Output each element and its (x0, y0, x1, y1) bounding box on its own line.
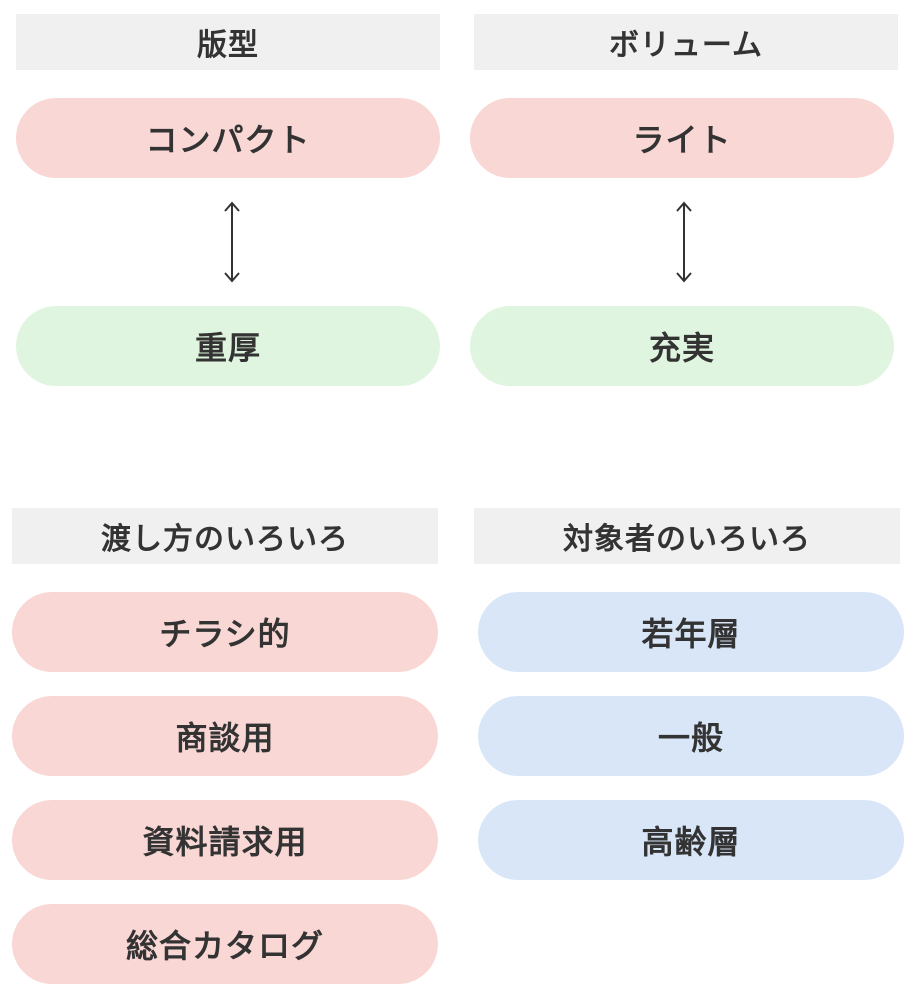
delivery-item-label: チラシ的 (159, 615, 291, 653)
audience-item: 高齢層 (478, 800, 904, 880)
format-option-compact-label: コンパクト (145, 121, 311, 159)
delivery-item-label: 総合カタログ (125, 927, 324, 965)
delivery-item-label: 商談用 (175, 719, 275, 757)
format-option-heavy: 重厚 (16, 306, 440, 386)
audience-header-label: 対象者のいろいろ (563, 522, 811, 557)
delivery-item: 資料請求用 (12, 800, 438, 880)
format-option-heavy-label: 重厚 (194, 329, 261, 367)
delivery-header-label: 渡し方のいろいろ (101, 522, 349, 557)
volume-option-full: 充実 (470, 306, 894, 386)
delivery-item: 商談用 (12, 696, 438, 776)
format-header: 版型 (16, 14, 440, 70)
volume-option-light: ライト (470, 98, 894, 178)
audience-item-label: 一般 (657, 719, 724, 757)
volume-option-light-label: ライト (632, 121, 732, 159)
delivery-item: 総合カタログ (12, 904, 438, 984)
format-option-compact: コンパクト (16, 98, 440, 178)
delivery-header: 渡し方のいろいろ (12, 508, 438, 564)
delivery-item-label: 資料請求用 (142, 823, 308, 861)
double-arrow-icon (224, 201, 240, 283)
format-header-label: 版型 (197, 28, 259, 63)
audience-item-label: 若年層 (641, 615, 741, 653)
audience-header: 対象者のいろいろ (474, 508, 900, 564)
double-arrow-icon (676, 201, 692, 283)
volume-header: ボリューム (474, 14, 898, 70)
delivery-item: チラシ的 (12, 592, 438, 672)
audience-item: 若年層 (478, 592, 904, 672)
audience-item: 一般 (478, 696, 904, 776)
audience-item-label: 高齢層 (641, 823, 741, 861)
volume-option-full-label: 充実 (648, 329, 715, 367)
volume-header-label: ボリューム (608, 28, 764, 63)
